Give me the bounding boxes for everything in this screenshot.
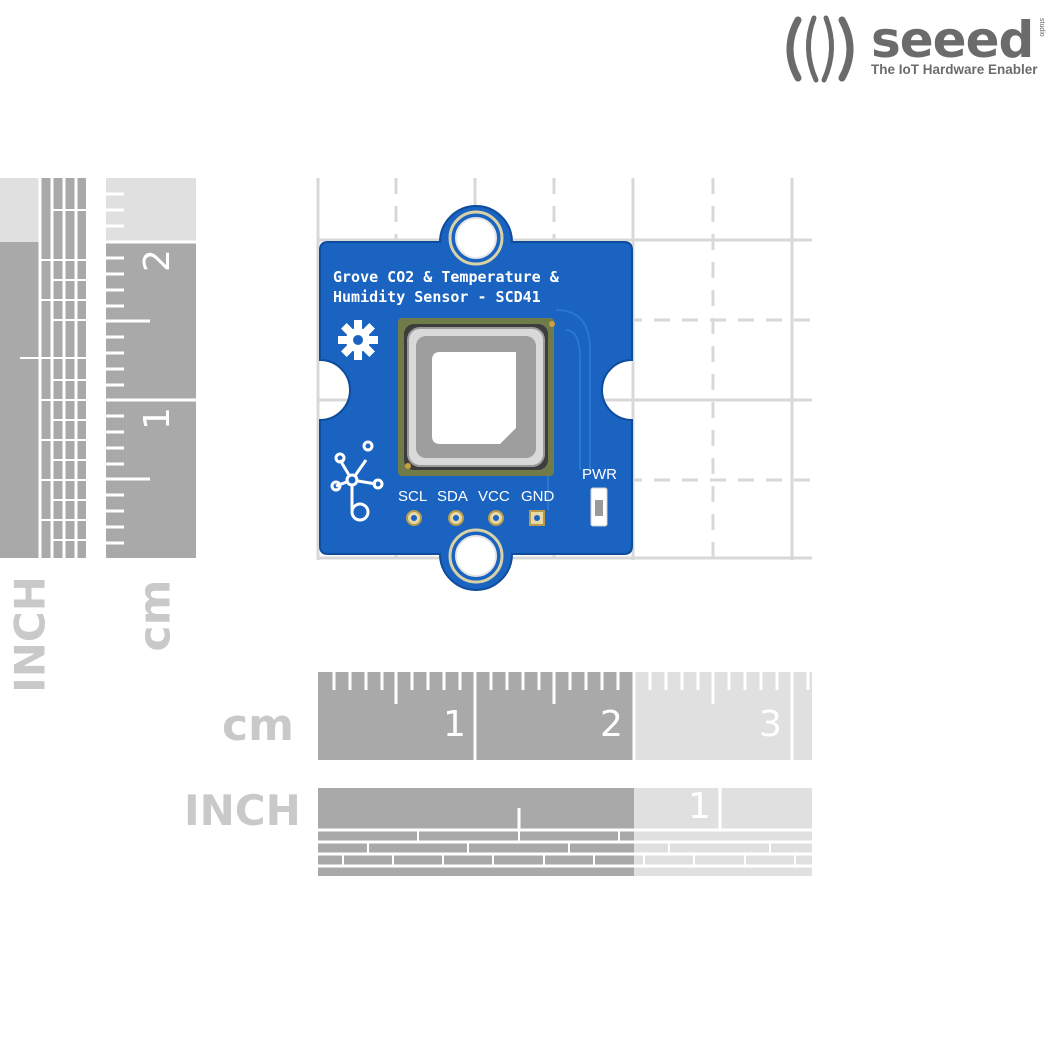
brand-name: seeed xyxy=(871,11,1034,69)
board-title-line2: Humidity Sensor - SCD41 xyxy=(333,288,541,306)
pin-label-sda: SDA xyxy=(437,488,468,505)
horizontal-cm-label: cm xyxy=(222,700,294,751)
vertical-inch-label: INCH xyxy=(5,576,55,693)
pin-label-vcc: VCC xyxy=(478,488,510,505)
horizontal-cm-tick-2: 2 xyxy=(600,704,623,745)
vertical-cm-tick-2: 2 xyxy=(136,249,178,272)
mounting-hole-bottom xyxy=(455,535,497,577)
scd41-sensor xyxy=(398,318,555,476)
gear-icon xyxy=(338,320,378,360)
pin-label-gnd: GND xyxy=(521,488,555,505)
horizontal-inch-tick-1: 1 xyxy=(688,786,711,827)
vertical-cm-label: cm xyxy=(129,579,181,652)
horizontal-inch-label: INCH xyxy=(184,786,301,835)
vertical-cm-ruler xyxy=(106,178,196,558)
horizontal-cm-ruler xyxy=(318,672,812,760)
horizontal-inch-ruler xyxy=(318,788,812,876)
horizontal-cm-tick-1: 1 xyxy=(443,704,466,745)
pin-pads xyxy=(406,510,545,526)
brand-tagline: The IoT Hardware Enabler xyxy=(871,62,1038,77)
vertical-cm-tick-1: 1 xyxy=(136,407,178,430)
brand-studio-mark: studio xyxy=(1038,18,1045,37)
board-title-line1: Grove CO2 & Temperature & xyxy=(333,268,559,286)
pin-label-scl: SCL xyxy=(398,488,428,505)
horizontal-cm-tick-3: 3 xyxy=(759,704,782,745)
vertical-inch-ruler xyxy=(0,178,86,558)
led-label-pwr: PWR xyxy=(582,466,617,483)
grove-board xyxy=(319,205,633,591)
grove-network-icon xyxy=(330,440,384,522)
mounting-hole-top xyxy=(455,217,497,259)
seeed-logo-icon xyxy=(786,15,854,83)
